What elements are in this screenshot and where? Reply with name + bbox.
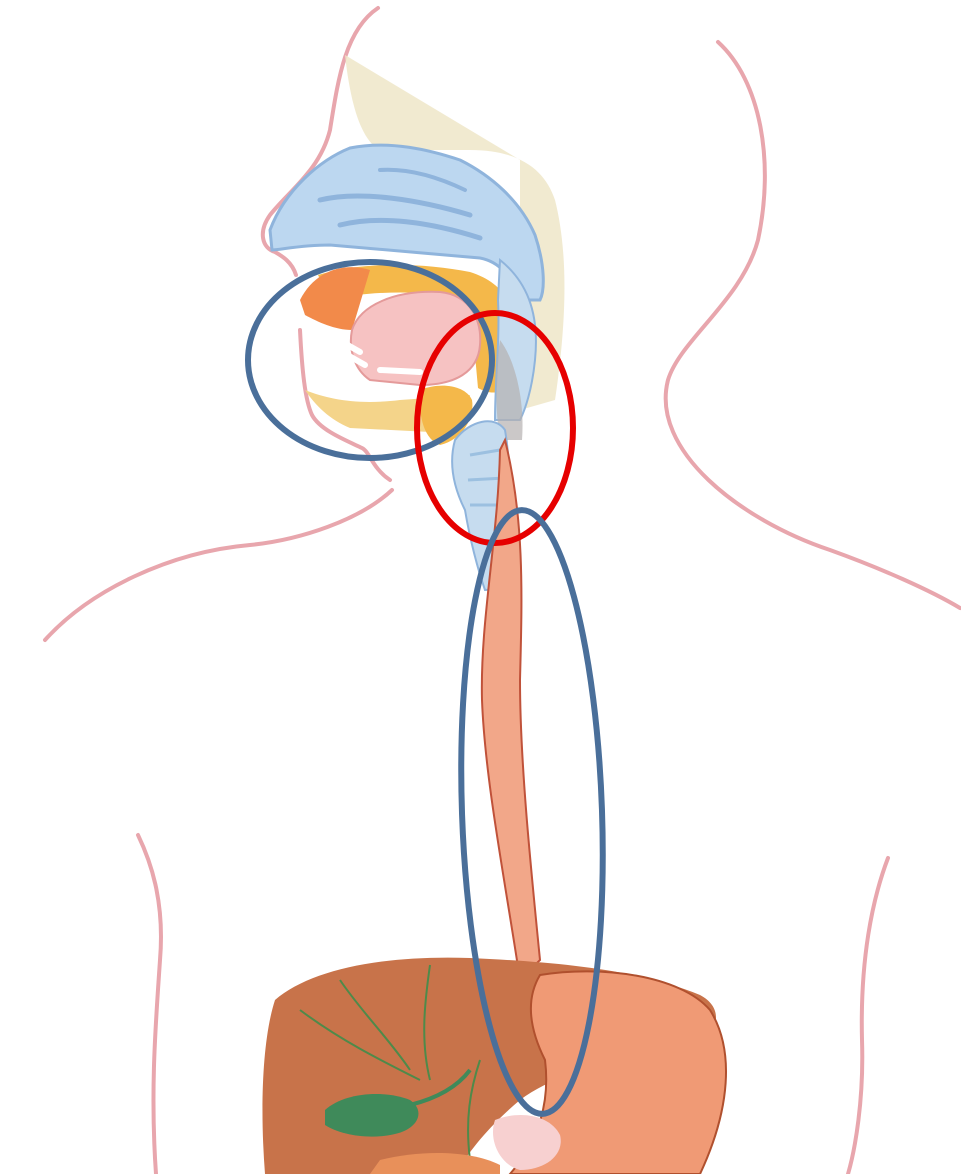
right-torso-outline: [848, 858, 888, 1174]
left-torso-outline: [138, 835, 161, 1174]
right-neck-outline: [666, 42, 960, 608]
left-shoulder-outline: [45, 490, 392, 640]
oral-cavity: [300, 265, 515, 445]
